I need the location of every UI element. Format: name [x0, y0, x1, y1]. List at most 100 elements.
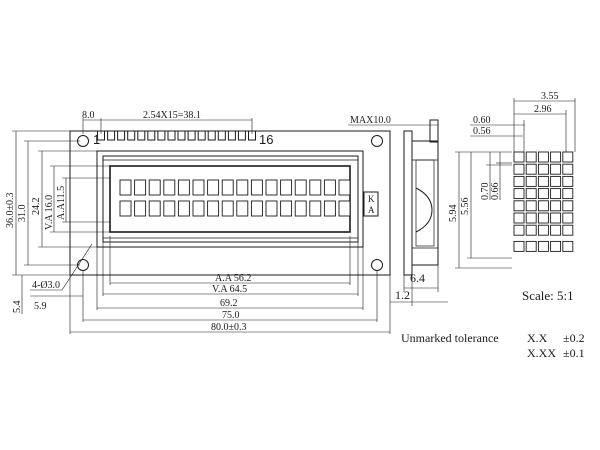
character-cell — [294, 200, 307, 217]
detail-width-296-label: 2.96 — [534, 104, 552, 115]
matrix-dot — [537, 163, 549, 175]
matrix-dot — [513, 151, 525, 163]
character-cell — [280, 179, 293, 196]
character-cell — [323, 179, 336, 196]
detail-dot-060-label: 0.60 — [473, 115, 491, 126]
height-va-label: V.A 16.0 — [44, 195, 55, 230]
matrix-dot — [537, 188, 549, 200]
pin-first-label: 1 — [93, 132, 100, 147]
detail-h-594-label: 5.94 — [448, 205, 459, 223]
tolerance-heading: Unmarked tolerance — [401, 331, 499, 345]
character-cell — [309, 179, 322, 196]
matrix-dot — [513, 224, 525, 236]
pin-last-label: 16 — [259, 132, 273, 147]
character-cell — [119, 179, 132, 196]
matrix-dot — [513, 212, 525, 224]
character-cell — [338, 200, 351, 217]
front-view: 1 16 K A 8.0 2.54X15=38.1 36.0±0.3 31.0 — [5, 110, 391, 334]
matrix-dot — [525, 200, 537, 212]
mounting-hole-tr — [371, 135, 383, 147]
pin-pad — [187, 130, 196, 141]
matrix-underline-dot — [562, 240, 574, 252]
pin-pad — [117, 130, 126, 141]
matrix-dot — [525, 224, 537, 236]
height-aa-label: A.A11.5 — [56, 186, 67, 220]
matrix-dot — [550, 212, 562, 224]
side-pin-strip — [429, 119, 439, 143]
width-80-label: 80.0±0.3 — [211, 322, 247, 333]
character-cell — [280, 200, 293, 217]
width-75-label: 75.0 — [222, 310, 240, 321]
tolerance-note: Unmarked tolerance X.X ±0.2 X.XX ±0.1 — [401, 331, 585, 360]
matrix-dot — [562, 175, 574, 187]
hole-x-label: 5.9 — [34, 301, 47, 312]
side-view: MAX10.0 6.4 1.2 — [348, 115, 448, 306]
bezel-inner — [102, 155, 359, 243]
matrix-dot — [562, 200, 574, 212]
character-cell — [207, 179, 220, 196]
character-cell — [294, 179, 307, 196]
matrix-dot — [513, 163, 525, 175]
side-pcb — [403, 130, 413, 276]
side-pcb-label: 1.2 — [395, 288, 410, 302]
character-cell — [323, 200, 336, 217]
pin-pad — [157, 130, 166, 141]
matrix-dot — [562, 188, 574, 200]
side-max-label: MAX10.0 — [350, 115, 391, 126]
backlight-pads — [363, 191, 379, 217]
detail-h-066-label: 0.66 — [490, 183, 501, 201]
pin-pad — [167, 130, 176, 141]
matrix-dot — [537, 212, 549, 224]
width-692-label: 69.2 — [220, 298, 238, 309]
character-cell — [309, 200, 322, 217]
character-cell — [148, 179, 161, 196]
detail-h-556-label: 5.56 — [460, 198, 471, 216]
side-depth-label: 6.4 — [410, 271, 425, 285]
character-cell — [134, 200, 147, 217]
tolerance-row2-value: ±0.1 — [563, 346, 585, 360]
hole-label: 4-Ø3.0 — [32, 280, 60, 291]
matrix-dot — [550, 200, 562, 212]
side-module — [411, 140, 439, 266]
character-cell — [207, 200, 220, 217]
matrix-dot — [513, 188, 525, 200]
matrix-dot — [525, 212, 537, 224]
height-va-outer-label: 24.2 — [31, 198, 42, 216]
matrix-dot — [513, 200, 525, 212]
detail-width-355-label: 3.55 — [541, 91, 559, 102]
matrix-underline-dot — [525, 240, 537, 252]
matrix-dot — [550, 188, 562, 200]
pad-a-label: A — [368, 205, 375, 215]
character-cell — [119, 200, 132, 217]
character-cell — [163, 200, 176, 217]
pin-pad — [177, 130, 186, 141]
pin-pad — [217, 130, 226, 141]
pin-header — [97, 130, 256, 141]
pin-pad — [227, 130, 236, 141]
character-cell — [250, 200, 263, 217]
character-cell — [236, 200, 249, 217]
matrix-underline-dot — [550, 240, 562, 252]
character-cell — [177, 200, 190, 217]
pin-pad — [137, 130, 146, 141]
matrix-underline-dot — [513, 240, 525, 252]
matrix-dot — [562, 151, 574, 163]
pin-pad — [127, 130, 136, 141]
pin-pad — [197, 130, 206, 141]
matrix-dot — [525, 163, 537, 175]
matrix-dot — [562, 163, 574, 175]
matrix-dot — [550, 175, 562, 187]
detail-scale-label: Scale: 5:1 — [522, 288, 574, 303]
character-cells — [119, 179, 351, 217]
character-cell — [265, 200, 278, 217]
matrix-dot — [537, 175, 549, 187]
matrix-dot — [562, 224, 574, 236]
tolerance-row2-format: X.XX — [527, 346, 556, 360]
matrix-dot — [525, 151, 537, 163]
matrix-dot — [562, 212, 574, 224]
pin-pad — [207, 130, 216, 141]
detail-h-070-label: 0.70 — [480, 183, 491, 201]
character-cell — [177, 179, 190, 196]
dot-matrix — [513, 151, 574, 252]
